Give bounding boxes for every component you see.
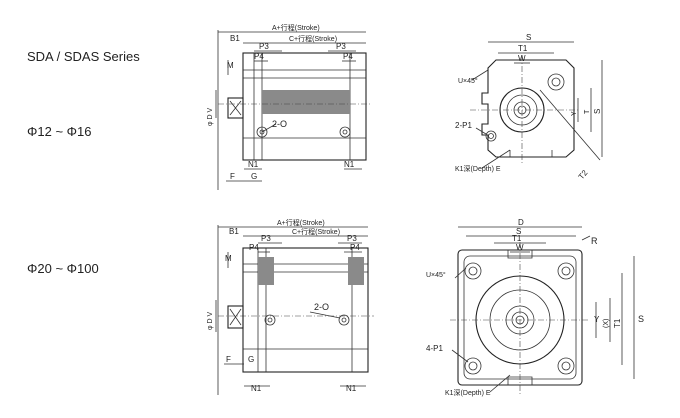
dim-p4-left: P4 — [254, 52, 264, 61]
dim-t2: T2 — [577, 168, 590, 181]
rod-end — [227, 97, 244, 119]
top-side-view: A+行程(Stroke) C+行程(Stroke) B1 P3 P3 P4 P4… — [207, 23, 372, 190]
dim-b1: B1 — [230, 34, 240, 43]
mount-hole-bottom — [485, 130, 497, 142]
dim-n1-right-large: N1 — [346, 384, 357, 393]
port-circle-right-large — [338, 314, 350, 326]
dim-p4-right: P4 — [343, 52, 353, 61]
dim-s-large: S — [516, 227, 521, 236]
end-cover-outline — [481, 59, 575, 158]
dim-y: Y — [571, 111, 578, 116]
dim-d-large: D — [518, 218, 524, 227]
dim-dv-large: φ D V — [207, 312, 214, 330]
port-label: 2-O — [272, 119, 287, 129]
dim-p3-right: P3 — [336, 42, 346, 51]
dim-g-large: G — [248, 355, 254, 364]
range-label-large: Φ20 ~ Φ100 — [27, 261, 99, 276]
dim-y-large: Y — [594, 315, 600, 324]
hole-label-4p1: 4-P1 — [426, 344, 443, 353]
dim-n1-left-large: N1 — [251, 384, 262, 393]
port-circle-left-large — [264, 314, 276, 326]
port-circle-right — [339, 126, 351, 138]
port-label-large: 2-O — [314, 302, 329, 312]
hole-label-2p1: 2-P1 — [455, 121, 472, 130]
dim-g: G — [251, 172, 257, 181]
mount-hole-top — [547, 73, 565, 91]
range-label-small: Φ12 ~ Φ16 — [27, 124, 92, 139]
bottom-side-view: A+行程(Stroke) C+行程(Stroke) B1 P3 P3 P4 P4… — [207, 218, 374, 395]
dim-m-large: M — [225, 254, 232, 263]
dim-u45-large: U×45° — [426, 271, 446, 279]
dim-t1-right-large: T1 — [613, 318, 622, 328]
corner-holes — [464, 262, 575, 375]
dim-p3-right-large: P3 — [347, 234, 357, 243]
dim-dv: φ D V — [207, 108, 214, 126]
dim-w-large: W — [516, 243, 524, 252]
dim-t1-large: T1 — [512, 234, 522, 243]
dim-p3-left: P3 — [259, 42, 269, 51]
dim-m: M — [227, 61, 234, 70]
dim-a-stroke: A+行程(Stroke) — [272, 23, 320, 32]
dim-t: T — [584, 109, 591, 114]
dim-p4-left-large: P4 — [249, 243, 259, 252]
dim-s-right-large: S — [638, 314, 644, 324]
dim-f-large: F — [226, 355, 231, 364]
piston-section — [262, 90, 350, 114]
depth-label: K1深(Depth) E — [455, 164, 501, 173]
dim-f: F — [230, 172, 235, 181]
dim-r-large: R — [591, 236, 598, 246]
top-end-view: S T1 W U×45° Y T S 2-P1 K1深(Depth) E T2 — [455, 33, 603, 181]
dim-c-stroke: C+行程(Stroke) — [289, 34, 337, 43]
dim-n1-right: N1 — [344, 160, 355, 169]
dim-t1: T1 — [518, 44, 528, 53]
series-title: SDA / SDAS Series — [27, 49, 140, 64]
dim-x-large: (X) — [603, 319, 610, 328]
rod-end-large — [227, 305, 244, 329]
dim-s: S — [526, 33, 531, 42]
dim-c-stroke-large: C+行程(Stroke) — [292, 227, 340, 236]
port-circle-left — [256, 126, 268, 138]
depth-label-large: K1深(Depth) E — [445, 388, 491, 397]
dim-a-stroke-large: A+行程(Stroke) — [277, 218, 325, 227]
dim-p3-left-large: P3 — [261, 234, 271, 243]
dim-b1-large: B1 — [229, 227, 239, 236]
bottom-end-view: D S T1 W R U×45° Y (X) T1 S 4-P1 K1深(Dep… — [426, 218, 644, 397]
dim-u45: U×45° — [458, 77, 478, 85]
dim-n1-left: N1 — [248, 160, 259, 169]
dim-w: W — [518, 54, 526, 63]
dim-p4-right-large: P4 — [350, 243, 360, 252]
dim-s-right: S — [593, 109, 602, 114]
